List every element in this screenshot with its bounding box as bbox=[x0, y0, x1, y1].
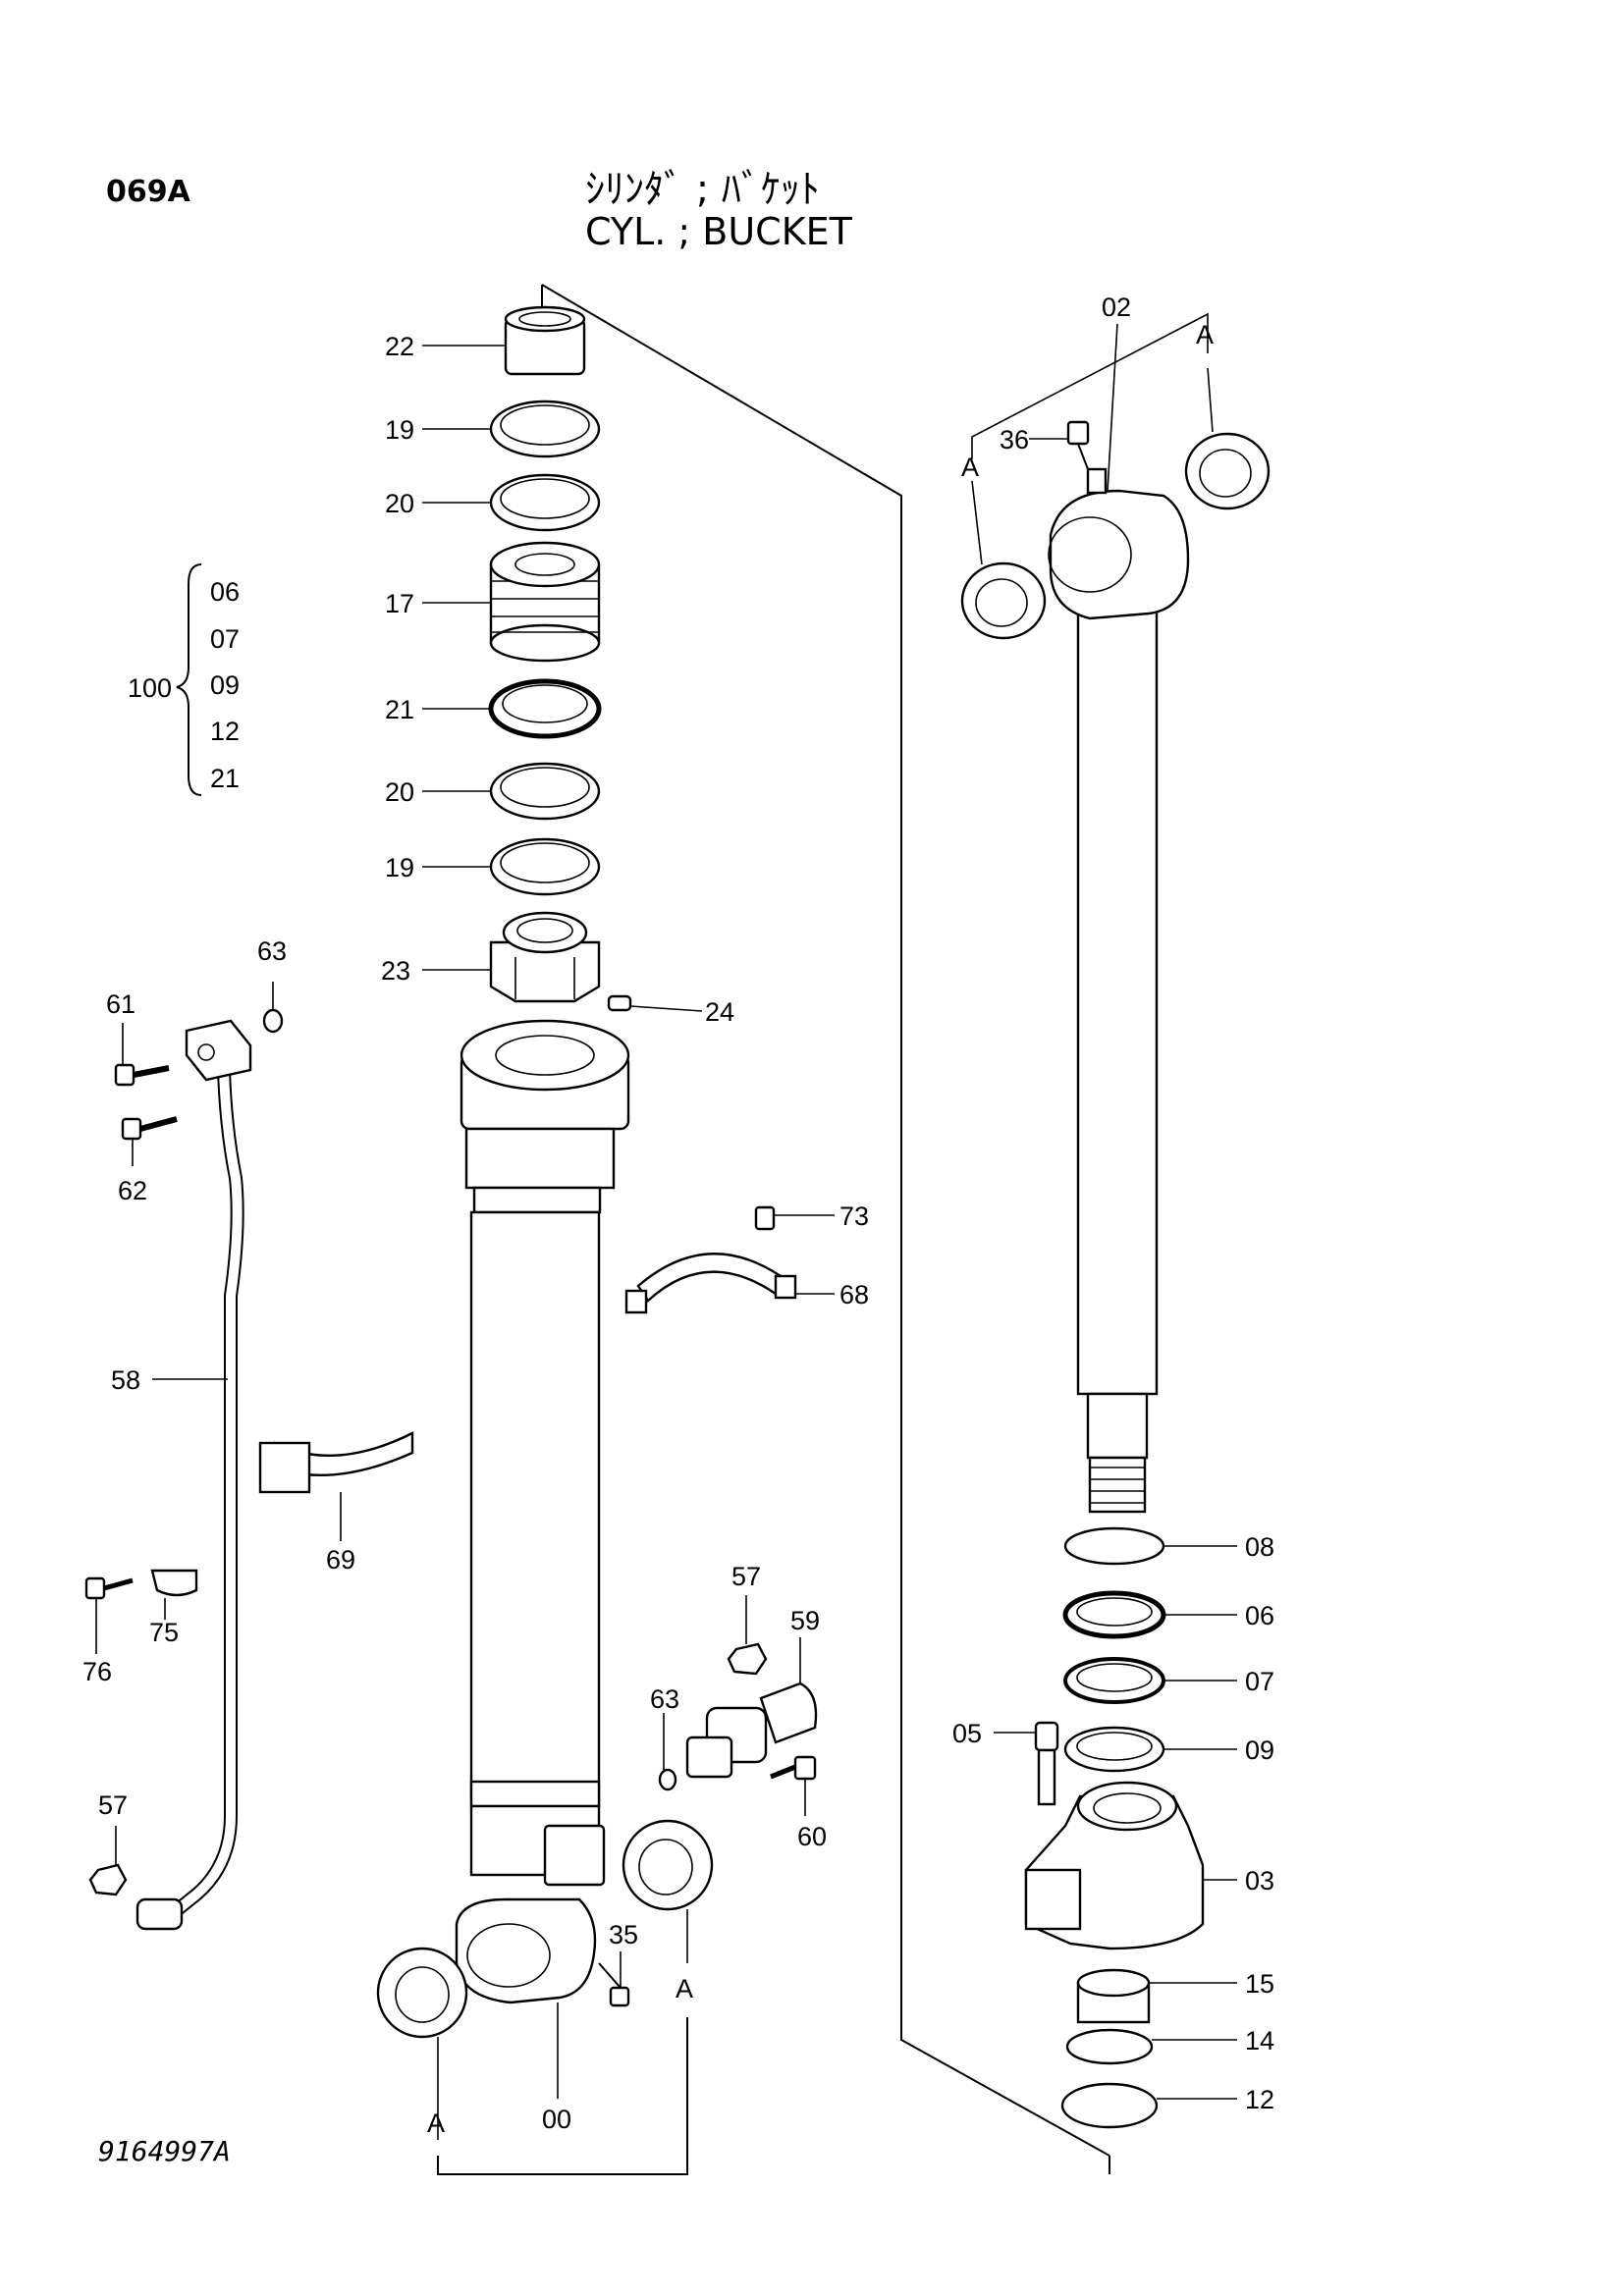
label-62: 62 bbox=[118, 1176, 147, 1205]
part-69-band-clamp bbox=[258, 1431, 414, 1494]
part-20-ring-lower bbox=[489, 762, 601, 821]
label-17: 17 bbox=[385, 589, 414, 618]
part-60-bolt bbox=[770, 1755, 817, 1781]
label-57-left: 57 bbox=[98, 1790, 128, 1820]
label-76: 76 bbox=[82, 1657, 112, 1686]
part-labels: 22 19 20 17 21 20 19 23 24 63 61 62 58 6… bbox=[82, 293, 1274, 2138]
rod-assembly bbox=[1048, 467, 1190, 1514]
label-A-rod-left: A bbox=[961, 453, 979, 482]
part-59-elbow-fitting bbox=[685, 1682, 818, 1779]
part-flange-block bbox=[185, 1019, 252, 1082]
part-15-bushing bbox=[1076, 1968, 1151, 2024]
part-62-bolt bbox=[121, 1116, 178, 1141]
page-code: 069A bbox=[106, 175, 190, 209]
part-58-pipe bbox=[135, 1069, 244, 1931]
label-09: 09 bbox=[1245, 1735, 1274, 1765]
label-68: 68 bbox=[839, 1280, 869, 1309]
label-19-upper: 19 bbox=[385, 415, 414, 445]
label-A-left: A bbox=[427, 2109, 445, 2138]
label-14: 14 bbox=[1245, 2026, 1274, 2056]
part-19-ring-lower bbox=[489, 837, 601, 896]
label-20-lower: 20 bbox=[385, 777, 414, 807]
part-73-bolt bbox=[754, 1205, 776, 1231]
label-73: 73 bbox=[839, 1201, 869, 1231]
label-03: 03 bbox=[1245, 1866, 1274, 1896]
label-36: 36 bbox=[1000, 425, 1029, 454]
part-35-grease-fitting bbox=[598, 1962, 630, 2007]
title-english: CYL. ; BUCKET bbox=[585, 210, 852, 253]
part-12-oring bbox=[1060, 2082, 1159, 2129]
label-21: 21 bbox=[385, 695, 414, 724]
label-12: 12 bbox=[1245, 2085, 1274, 2114]
kit-brace bbox=[176, 563, 202, 796]
part-06-seal bbox=[1062, 1590, 1166, 1639]
document-number: 9164997A bbox=[98, 2135, 231, 2167]
label-60: 60 bbox=[797, 1822, 827, 1851]
part-75-clamp bbox=[150, 1569, 198, 1597]
kit-member-1: 06 bbox=[210, 577, 240, 607]
label-20-upper: 20 bbox=[385, 489, 414, 518]
label-02: 02 bbox=[1102, 293, 1131, 322]
part-21-seal bbox=[488, 678, 602, 739]
part-57-nut-left bbox=[88, 1863, 128, 1896]
label-57-right: 57 bbox=[731, 1562, 761, 1591]
part-03-gland bbox=[1024, 1781, 1205, 1950]
kit-member-4: 12 bbox=[210, 717, 240, 746]
kit-member-3: 09 bbox=[210, 670, 240, 700]
part-76-bolt bbox=[84, 1576, 134, 1600]
label-19-lower: 19 bbox=[385, 853, 414, 882]
label-69: 69 bbox=[326, 1545, 355, 1575]
part-17-piston bbox=[489, 541, 601, 663]
title-japanese: ｼﾘﾝﾀﾞ ; ﾊﾞｹｯﾄ bbox=[585, 167, 820, 212]
part-22-bushing bbox=[504, 305, 586, 376]
label-15: 15 bbox=[1245, 1969, 1274, 1999]
label-75: 75 bbox=[149, 1618, 179, 1647]
part-A-bushing-right bbox=[622, 1819, 714, 1911]
part-20-ring-upper bbox=[489, 473, 601, 532]
label-23: 23 bbox=[381, 956, 410, 986]
part-A-bushing-left bbox=[376, 1947, 468, 2039]
label-22: 22 bbox=[385, 332, 414, 361]
label-58: 58 bbox=[111, 1365, 140, 1395]
kit-member-2: 07 bbox=[210, 624, 240, 654]
part-23-nut bbox=[489, 911, 601, 1003]
kit-member-5: 21 bbox=[210, 764, 240, 793]
part-A-bushing-rod-right bbox=[1184, 432, 1271, 510]
part-63-oring-top bbox=[262, 1008, 284, 1034]
label-A-right: A bbox=[676, 1974, 693, 2003]
label-35: 35 bbox=[609, 1920, 638, 1949]
part-07-ring bbox=[1063, 1657, 1165, 1704]
part-08-snap-ring bbox=[1063, 1526, 1165, 1566]
label-A-rod-right: A bbox=[1196, 320, 1214, 349]
label-63-mid: 63 bbox=[650, 1684, 679, 1714]
leader-lines bbox=[95, 312, 1237, 2140]
label-06: 06 bbox=[1245, 1601, 1274, 1630]
part-14-snap-ring bbox=[1065, 2028, 1154, 2065]
part-36-grease-fitting bbox=[1066, 420, 1090, 470]
label-61: 61 bbox=[106, 989, 135, 1019]
kit-number-label: 100 bbox=[128, 673, 172, 703]
label-05: 05 bbox=[952, 1719, 982, 1748]
label-08: 08 bbox=[1245, 1532, 1274, 1562]
part-19-ring-upper bbox=[489, 400, 601, 458]
part-57-nut-right bbox=[727, 1642, 768, 1676]
part-61-bolt bbox=[114, 1063, 170, 1087]
label-59: 59 bbox=[790, 1606, 820, 1635]
part-63-oring-mid bbox=[658, 1768, 677, 1791]
label-07: 07 bbox=[1245, 1667, 1274, 1696]
part-05-bolt bbox=[1034, 1721, 1059, 1806]
part-09-ring bbox=[1063, 1726, 1165, 1773]
part-A-bushing-rod-left bbox=[960, 561, 1047, 640]
cylinder-tube bbox=[455, 1019, 630, 2004]
label-00: 00 bbox=[542, 2105, 571, 2134]
label-63-top: 63 bbox=[257, 936, 287, 966]
part-24-set-screw bbox=[607, 994, 632, 1012]
label-24: 24 bbox=[705, 997, 734, 1027]
part-68-band-clamp bbox=[624, 1253, 797, 1314]
